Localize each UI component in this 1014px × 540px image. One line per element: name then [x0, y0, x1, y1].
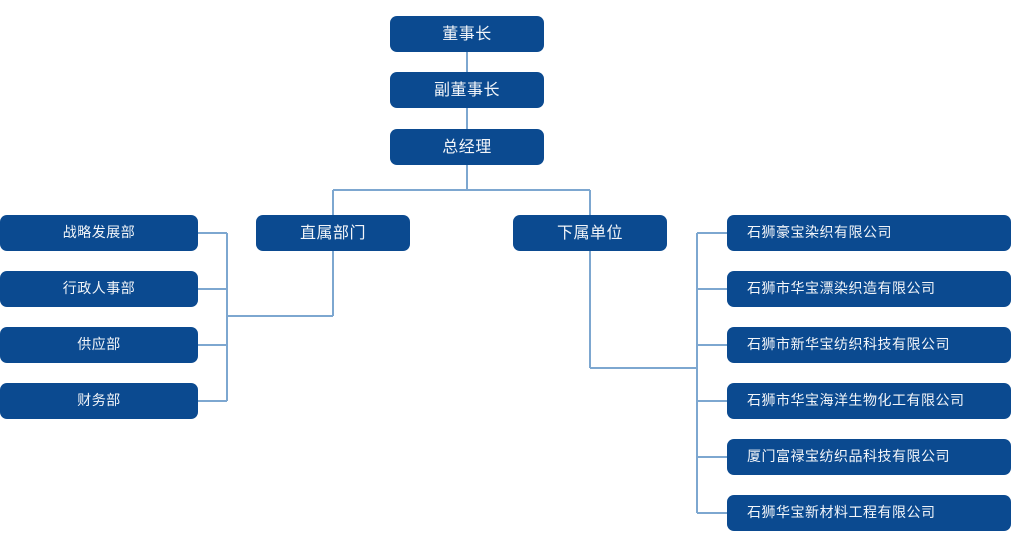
org-node-direct-departments[interactable]: 直属部门 — [256, 215, 410, 251]
org-node-huabao-new-materials[interactable]: 石狮华宝新材料工程有限公司 — [727, 495, 1011, 531]
org-node-general-manager[interactable]: 总经理 — [390, 129, 544, 165]
org-node-haobao-dyeing[interactable]: 石狮豪宝染织有限公司 — [727, 215, 1011, 251]
org-node-strategy-development[interactable]: 战略发展部 — [0, 215, 198, 251]
org-node-administration-hr[interactable]: 行政人事部 — [0, 271, 198, 307]
org-node-chairman[interactable]: 董事长 — [390, 16, 544, 52]
org-node-fulubao-textile-tech[interactable]: 厦门富禄宝纺织品科技有限公司 — [727, 439, 1011, 475]
org-node-subordinate-units[interactable]: 下属单位 — [513, 215, 667, 251]
org-node-vice-chairman[interactable]: 副董事长 — [390, 72, 544, 108]
org-node-huabao-marine-biochem[interactable]: 石狮市华宝海洋生物化工有限公司 — [727, 383, 1011, 419]
org-node-supply[interactable]: 供应部 — [0, 327, 198, 363]
org-node-huabao-bleach-weave[interactable]: 石狮市华宝漂染织造有限公司 — [727, 271, 1011, 307]
org-node-finance[interactable]: 财务部 — [0, 383, 198, 419]
org-node-xinhuabao-textile-tech[interactable]: 石狮市新华宝纺织科技有限公司 — [727, 327, 1011, 363]
